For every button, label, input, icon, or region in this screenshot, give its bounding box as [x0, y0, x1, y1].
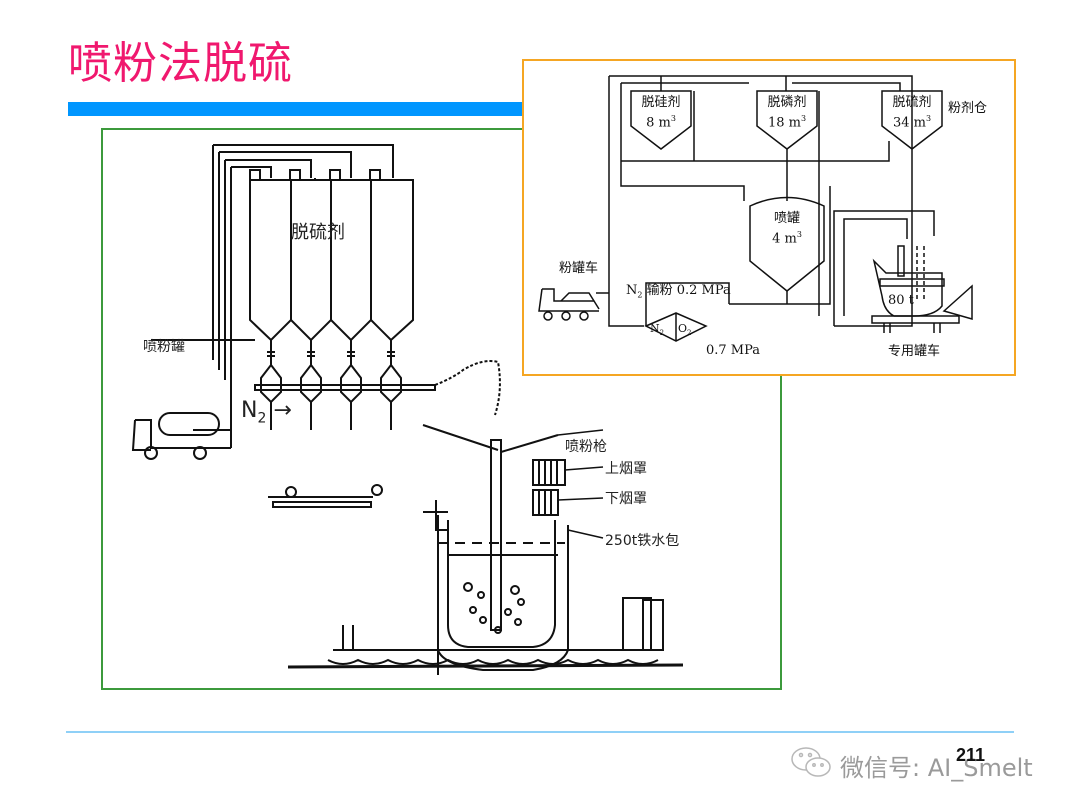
ladle-250t — [423, 500, 569, 675]
injection-lance — [490, 439, 502, 631]
nitrogen-truck — [131, 380, 232, 460]
ladle-car-label: 专用罐车 — [888, 344, 941, 359]
footer-divider — [66, 731, 1014, 733]
carrier-gas-label: N2 → — [241, 398, 292, 427]
ladle-label: 250t铁水包 — [605, 533, 680, 549]
gas-pressure-label: 0.7 MPa — [706, 343, 761, 358]
lower-hood — [532, 489, 559, 516]
title-underline-bar — [68, 102, 524, 116]
injection-tank-label: 喷粉罐 — [143, 339, 185, 355]
bin-silicon — [630, 90, 692, 150]
silo-label: 脱硫剂 — [291, 222, 345, 243]
transfer-car — [268, 496, 373, 508]
powder-truck — [538, 288, 609, 321]
flexible-hose — [434, 360, 501, 416]
ladle-car — [333, 599, 664, 651]
injection-tank — [749, 196, 825, 292]
bin-group-label: 粉剂仓 — [948, 101, 988, 116]
gas-station — [644, 312, 708, 342]
watermark-text: 微信号: AI_Smelt — [840, 754, 1033, 782]
upper-hood-label: 上烟罩 — [605, 461, 647, 477]
bin-phosphorus — [756, 90, 818, 150]
ladle-capacity-label: 80 t — [888, 293, 914, 308]
ladle-car-80t — [871, 245, 973, 333]
page-number: 211 — [956, 745, 986, 765]
ladle-injection-drawing — [131, 144, 684, 675]
injection-tanks — [260, 340, 402, 430]
gas-station-o2: O2 — [678, 322, 692, 338]
slide-title: 喷粉法脱硫 — [68, 38, 293, 89]
conveying-label: N2 输粉 0.2 MPa — [626, 283, 731, 300]
bin-sulfur — [881, 90, 943, 150]
distribution-header — [254, 384, 436, 391]
outer-gas-loop — [608, 75, 913, 327]
gas-pipe-1 — [212, 144, 394, 360]
lance-label: 喷粉枪 — [565, 439, 607, 455]
powder-feed-drawing — [538, 75, 973, 342]
rail — [287, 663, 684, 669]
silo-bodies — [250, 179, 414, 342]
gas-pipe-3 — [224, 159, 312, 380]
gas-pipe-2 — [218, 151, 352, 370]
wechat-icon — [788, 743, 834, 783]
upper-hood — [532, 459, 566, 486]
lower-hood-label: 下烟罩 — [605, 491, 647, 507]
powder-truck-label: 粉罐车 — [559, 261, 599, 276]
gas-station-n2: N2 — [650, 322, 665, 338]
